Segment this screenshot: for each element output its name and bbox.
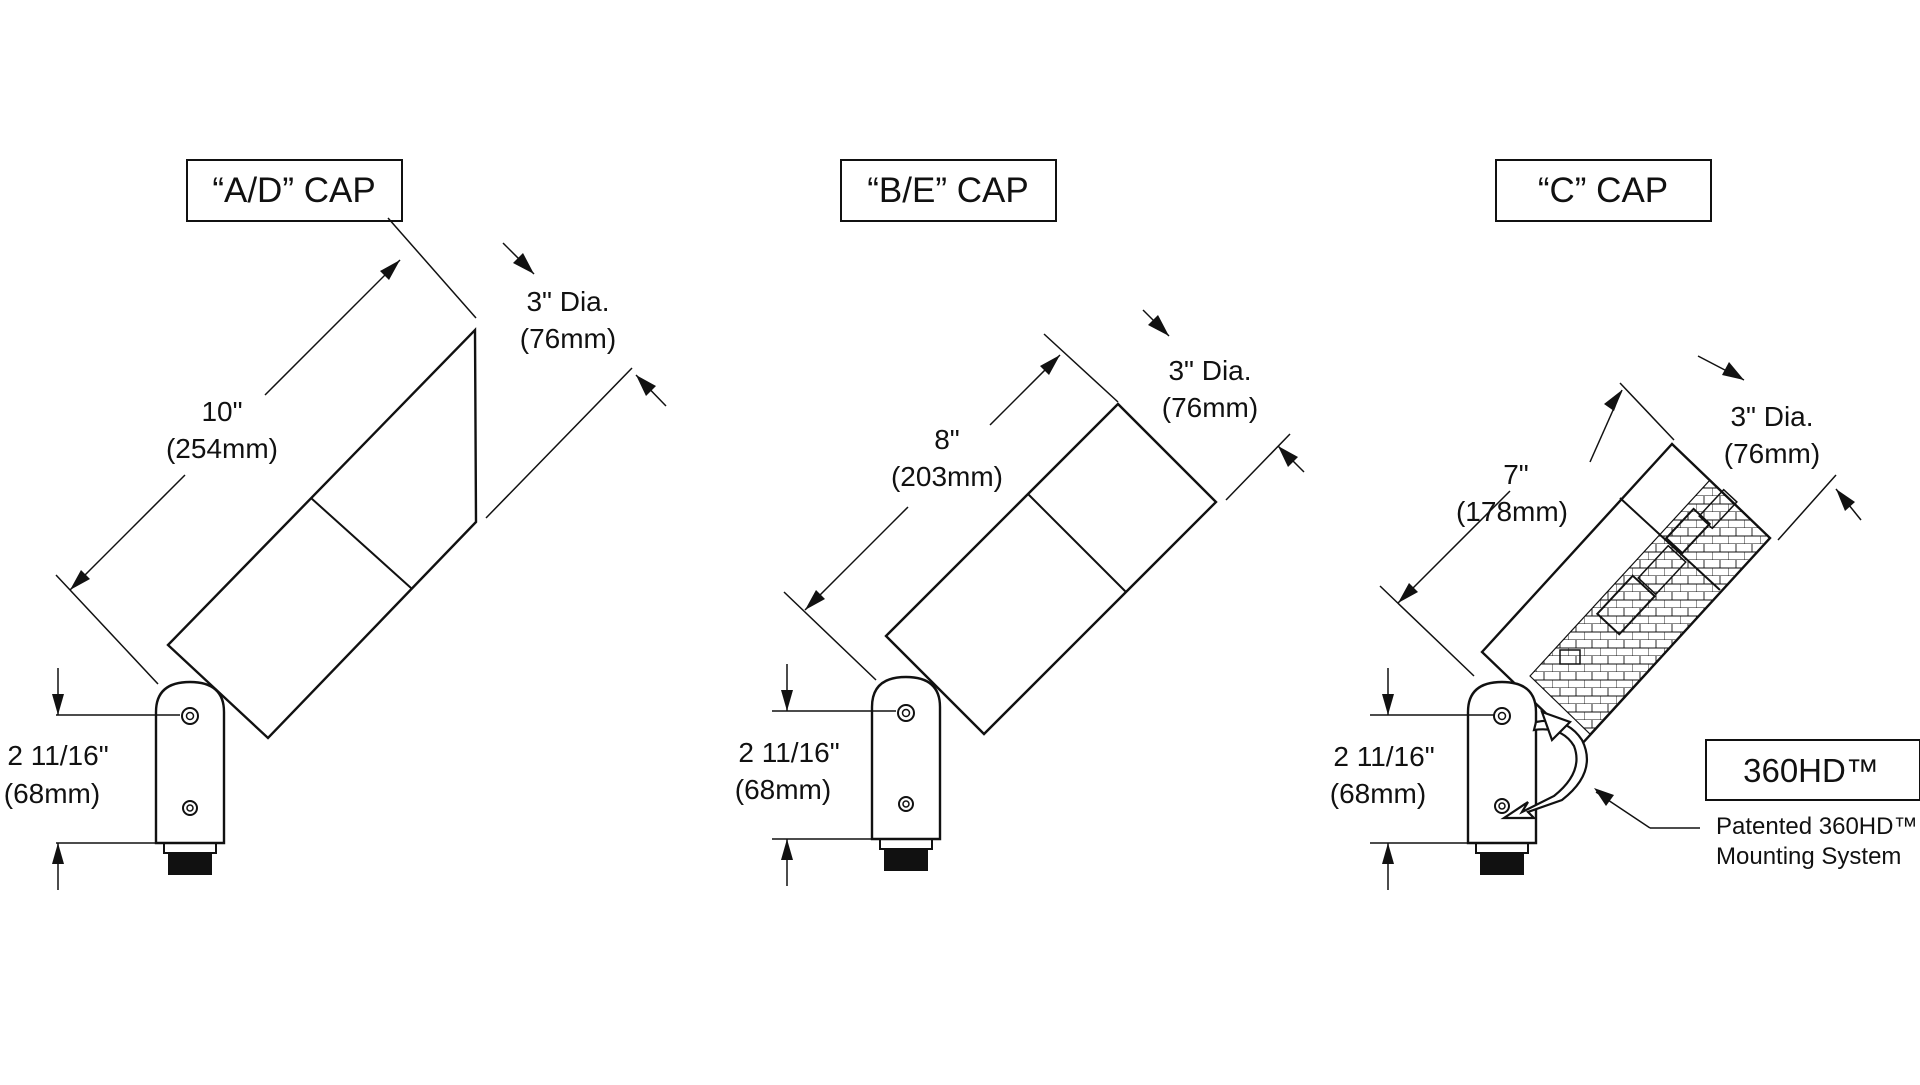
svg-text:(68mm): (68mm) bbox=[1330, 778, 1426, 809]
svg-text:Patented 360HD™: Patented 360HD™ bbox=[1716, 813, 1917, 840]
svg-text:3" Dia.: 3" Dia. bbox=[1730, 401, 1813, 432]
svg-text:10": 10" bbox=[201, 396, 242, 427]
mount-height-dimension: 2 11/16" (68mm) bbox=[1330, 668, 1494, 890]
diameter-dimension: 3" Dia. (76mm) bbox=[520, 286, 616, 354]
svg-text:2 11/16": 2 11/16" bbox=[7, 740, 108, 771]
mount-height-dimension: 2 11/16" (68mm) bbox=[735, 664, 896, 886]
fixture-body bbox=[55, 217, 667, 740]
svg-text:(76mm): (76mm) bbox=[1724, 438, 1820, 469]
length-dimension: 7" (178mm) bbox=[1456, 459, 1568, 527]
svg-text:(178mm): (178mm) bbox=[1456, 496, 1568, 527]
svg-text:7": 7" bbox=[1503, 459, 1529, 490]
svg-text:2 11/16": 2 11/16" bbox=[738, 737, 839, 768]
rotation-arrow-icon bbox=[1500, 719, 1588, 820]
cap-label-box: “A/D” CAP bbox=[186, 159, 403, 222]
svg-text:Mounting System: Mounting System bbox=[1716, 843, 1901, 870]
svg-text:(203mm): (203mm) bbox=[891, 461, 1003, 492]
svg-text:(76mm): (76mm) bbox=[1162, 392, 1258, 423]
svg-text:(68mm): (68mm) bbox=[4, 778, 100, 809]
diameter-dimension: 3" Dia. (76mm) bbox=[1724, 401, 1820, 469]
cap-label: “C” CAP bbox=[1538, 171, 1668, 210]
svg-text:2 11/16": 2 11/16" bbox=[1333, 741, 1434, 772]
cap-label: “A/D” CAP bbox=[212, 171, 375, 210]
360hd-badge: 360HD™ bbox=[1705, 739, 1920, 801]
drawing-ad-cap: “A/D” CAP 10" (254mm) 3" Dia. bbox=[4, 159, 667, 890]
internal-components bbox=[1559, 488, 1738, 665]
mounting-knuckle bbox=[1466, 680, 1588, 875]
cap-label: “B/E” CAP bbox=[867, 171, 1028, 210]
diameter-dimension: 3" Dia. (76mm) bbox=[1162, 355, 1258, 423]
svg-text:8": 8" bbox=[934, 424, 960, 455]
fixture-body bbox=[783, 309, 1305, 736]
length-dimension: 8" (203mm) bbox=[891, 424, 1003, 492]
mount-height-dimension: 2 11/16" (68mm) bbox=[4, 668, 180, 890]
svg-text:3" Dia.: 3" Dia. bbox=[526, 286, 609, 317]
cap-label-box: “C” CAP bbox=[1495, 159, 1712, 222]
badge-label: 360HD™ bbox=[1743, 752, 1879, 789]
svg-text:(68mm): (68mm) bbox=[735, 774, 831, 805]
svg-text:3" Dia.: 3" Dia. bbox=[1168, 355, 1251, 386]
mounting-system-callout: Patented 360HD™ Mounting System bbox=[1594, 788, 1917, 870]
drawing-be-cap: “B/E” CAP 8" (203mm) 3" Dia. (76mm) bbox=[735, 159, 1305, 886]
mounting-knuckle bbox=[154, 680, 226, 875]
cap-label-box: “B/E” CAP bbox=[840, 159, 1057, 222]
svg-text:(76mm): (76mm) bbox=[520, 323, 616, 354]
drawing-c-cap: “C” CAP bbox=[1330, 159, 1920, 890]
svg-text:(254mm): (254mm) bbox=[166, 433, 278, 464]
length-dimension: 10" (254mm) bbox=[166, 396, 278, 464]
mounting-knuckle bbox=[870, 675, 942, 871]
